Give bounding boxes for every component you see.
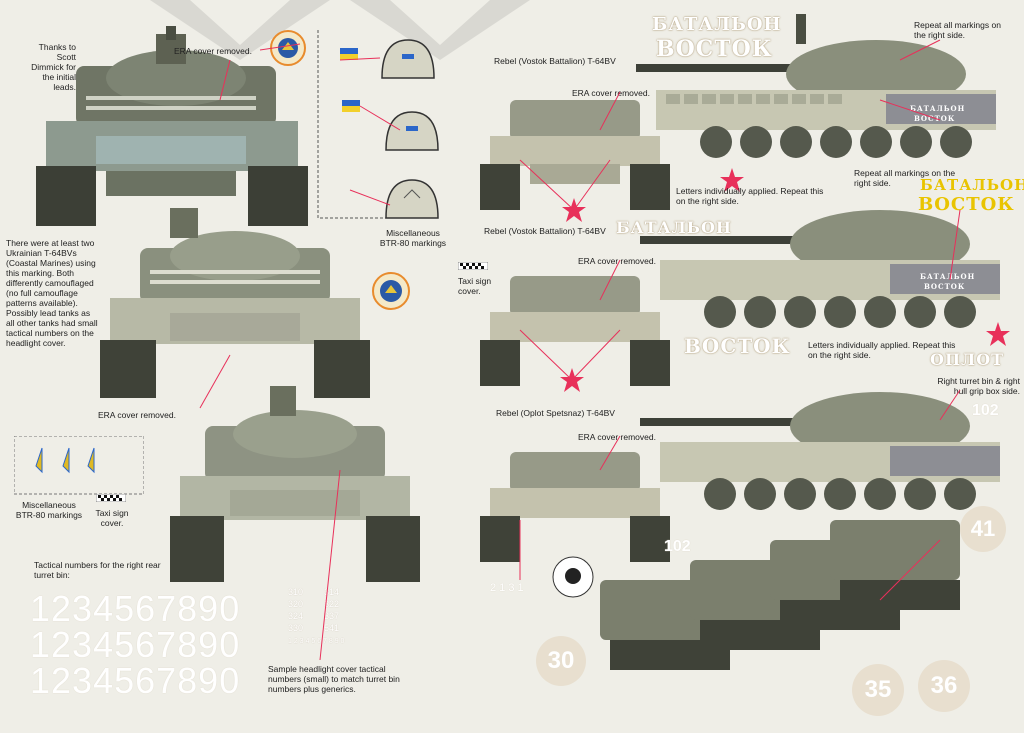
- tactical-numbers-row-3: 1234567890: [30, 660, 241, 701]
- taxi-sign-left: [96, 494, 126, 502]
- number-30: 30: [536, 636, 586, 686]
- sample-caption: Sample headlight cover tactical numbers …: [268, 664, 400, 694]
- number-36: 36: [918, 660, 970, 712]
- tactical-numbers-row-1: 1234567890: [30, 588, 241, 629]
- oplot-tag: ОПЛОТ: [930, 350, 1005, 369]
- batalon-big-2: БАТАЛЬОН: [616, 218, 733, 237]
- vostok-tank-side-1: [636, 14, 996, 158]
- number-2131: 2 1 3 1: [490, 582, 524, 594]
- era-note-left-2: ERA cover removed.: [98, 410, 176, 420]
- era-note-right-3: ERA cover removed.: [578, 432, 656, 442]
- ukrainian-tank-front-1: [36, 26, 308, 226]
- vostok-yellow: ВОСТОК: [918, 194, 1015, 215]
- btr-markings-note-1: Miscellaneous BTR-80 markings: [379, 228, 447, 248]
- btr-hatch-3: [385, 179, 439, 219]
- tank-column: [600, 520, 960, 670]
- star-icon-4: [986, 322, 1010, 346]
- chevron-watermark: [150, 0, 530, 60]
- btr-markings-note-2: Miscellaneous BTR-80 markings: [15, 500, 83, 520]
- ukrainian-tank-front-3: [170, 386, 420, 582]
- ukraine-flag-2: [342, 100, 360, 112]
- small-num: 337: [324, 611, 340, 621]
- small-num: 322: [324, 599, 340, 609]
- trident-box: [14, 436, 144, 495]
- tactical-numbers-title: Tactical numbers for the right rear turr…: [34, 560, 161, 580]
- small-num: 310: [288, 587, 304, 597]
- repeat-note-2: Repeat all markings on the right side.: [854, 168, 956, 188]
- vostok-tank-front-1: [480, 100, 670, 210]
- letters-note-2: Letters individually applied. Repeat thi…: [808, 340, 956, 360]
- btr-hatch-2: [385, 111, 439, 151]
- vostok-tank-side-2: [640, 210, 1000, 328]
- small-numbers-grid: 310 314 320 322 324 337 330 541 1 2 3 4 5 6 …: [288, 586, 368, 648]
- number-35: 35: [852, 664, 904, 716]
- oplot-tank-front: [480, 452, 670, 562]
- batalon-small-2: БАТАЛЬОН: [920, 272, 976, 281]
- rebel-label-1: Rebel (Vostok Battalion) T-64BV: [494, 56, 616, 66]
- ukraine-flag-1: [340, 48, 358, 60]
- roundel-emblem-2: [372, 272, 410, 310]
- skull-emblem: [552, 556, 594, 598]
- taxi-sign-right: [458, 262, 488, 270]
- number-102-a: 102: [972, 402, 999, 419]
- era-note-right-2: ERA cover removed.: [578, 256, 656, 266]
- small-num: 324: [288, 611, 304, 621]
- coastal-marines-note: There were at least two Ukrainian T-64BV…: [6, 238, 98, 348]
- roundel-emblem-1: [270, 30, 306, 66]
- batalon-small-1: БАТАЛЬОН: [910, 104, 966, 113]
- rebel-label-3: Rebel (Oplot Spetsnaz) T-64BV: [496, 408, 615, 418]
- number-41: 41: [960, 506, 1006, 552]
- batalon-title: БАТАЛЬОН: [652, 14, 782, 35]
- vostok-big: ВОСТОК: [684, 334, 791, 358]
- small-digits: 1 2 3 4 5 6 7 8 9 0: [288, 638, 345, 645]
- ukrainian-tank-front-2: [100, 208, 370, 398]
- vostok-small-2: ВОСТОК: [924, 282, 966, 291]
- era-note-right-1: ERA cover removed.: [572, 88, 650, 98]
- star-icon-2: [720, 168, 744, 192]
- oplot-tank-side: [640, 392, 1000, 510]
- small-num: 320: [288, 599, 304, 609]
- small-num: 541: [324, 623, 340, 633]
- repeat-note-1: Repeat all markings on the right side.: [914, 20, 1001, 40]
- taxi-note-left: Taxi sign cover.: [95, 508, 129, 528]
- credit-note: Thanks to Scott Dimmick for the initial …: [31, 42, 76, 92]
- taxi-note-right: Taxi sign cover.: [458, 276, 492, 296]
- number-102-b: 102: [664, 538, 691, 555]
- tactical-numbers-row-2: 1234567890: [30, 624, 241, 665]
- rebel-label-2: Rebel (Vostok Battalion) T-64BV: [484, 226, 606, 236]
- btr-hatch-1: [381, 39, 435, 79]
- batalon-yellow: БАТАЛЬОН: [920, 176, 1024, 194]
- small-num: 330: [288, 623, 304, 633]
- bin-note: Right turret bin & right hull grip box s…: [937, 376, 1020, 396]
- era-note-left-1: ERA cover removed.: [174, 46, 252, 56]
- small-num: 314: [324, 587, 340, 597]
- vostok-title: ВОСТОК: [656, 36, 773, 62]
- dashed-divider: [317, 30, 440, 219]
- letters-note-1: Letters individually applied. Repeat thi…: [676, 186, 824, 206]
